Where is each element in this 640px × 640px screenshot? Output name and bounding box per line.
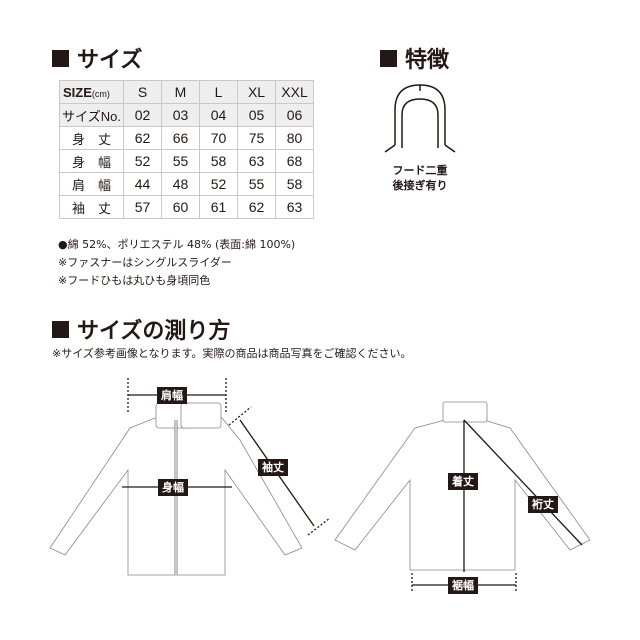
label-shoulder-width: 肩幅 (157, 387, 187, 404)
material-notes: ●綿 52%、ポリエステル 48% (表面:綿 100%) ※ファスナーはシング… (58, 236, 295, 290)
size-col: L (199, 80, 238, 104)
row-label: 身 丈 (59, 126, 124, 150)
measure-subtitle: ※サイズ参考画像となります。実際の商品は商品写真をご確認ください。 (52, 347, 412, 360)
cell: 61 (199, 195, 238, 219)
row-label: 身 幅 (59, 149, 124, 173)
caption-line: 後接ぎ有り (392, 179, 448, 192)
cell: 52 (199, 172, 238, 196)
cell: 44 (123, 172, 162, 196)
measure-heading: サイズの測り方 (52, 313, 230, 345)
row-label: 肩 幅 (59, 172, 124, 196)
table-row: 身 幅 52 55 58 63 68 (59, 149, 314, 173)
note-hood-string: ※フードひもは丸ひも身頃同色 (58, 274, 211, 287)
size-table: SIZE(cm) S M L XL XXL サイズNo. 02 03 04 05… (59, 80, 314, 219)
table-header-row: SIZE(cm) S M L XL XXL (59, 80, 314, 104)
cell: 52 (123, 149, 162, 173)
table-row: 袖 丈 57 60 61 62 63 (59, 195, 314, 219)
row-label: 袖 丈 (59, 195, 124, 219)
table-row: サイズNo. 02 03 04 05 06 (59, 103, 314, 127)
note-material: ●綿 52%、ポリエステル 48% (表面:綿 100%) (58, 238, 296, 251)
cell: 62 (237, 195, 276, 219)
cell: 75 (237, 126, 276, 150)
front-jacket-diagram (49, 402, 303, 576)
square-bullet-icon (380, 49, 397, 67)
measure-title: サイズの測り方 (77, 319, 231, 344)
size-col: XL (237, 80, 276, 104)
size-col: XXL (275, 80, 314, 104)
cell: 05 (237, 103, 276, 127)
label-yuki-length: 裄丈 (528, 496, 558, 513)
size-title: サイズ (77, 48, 143, 73)
note-zipper: ※ファスナーはシングルスライダー (58, 256, 232, 269)
table-row: 身 丈 62 66 70 75 80 (59, 126, 314, 150)
label-hem-width: 裾幅 (448, 577, 478, 594)
size-header-cell: SIZE(cm) (59, 80, 124, 104)
feature-heading: 特徴 (380, 42, 449, 74)
cell: 68 (275, 149, 314, 173)
cell: 02 (123, 103, 162, 127)
cell: 63 (275, 195, 314, 219)
size-col: S (123, 80, 162, 104)
label-body-length: 着丈 (448, 473, 478, 490)
cell: 62 (123, 126, 162, 150)
cell: 66 (161, 126, 200, 150)
size-heading: サイズ (52, 42, 142, 74)
feature-caption: フード二重 後接ぎ有り (380, 163, 460, 193)
hood-double-layer-icon (384, 84, 456, 153)
size-col: M (161, 80, 200, 104)
cell: 06 (275, 103, 314, 127)
label-sleeve-length: 袖丈 (258, 459, 288, 476)
square-bullet-icon (52, 49, 69, 67)
cell: 57 (123, 195, 162, 219)
caption-line: フード二重 (392, 164, 448, 177)
label-chest-width: 身幅 (158, 479, 188, 496)
feature-title: 特徴 (405, 48, 450, 73)
cell: 80 (275, 126, 314, 150)
back-jacket-diagram (334, 401, 591, 571)
square-bullet-icon (52, 320, 69, 338)
